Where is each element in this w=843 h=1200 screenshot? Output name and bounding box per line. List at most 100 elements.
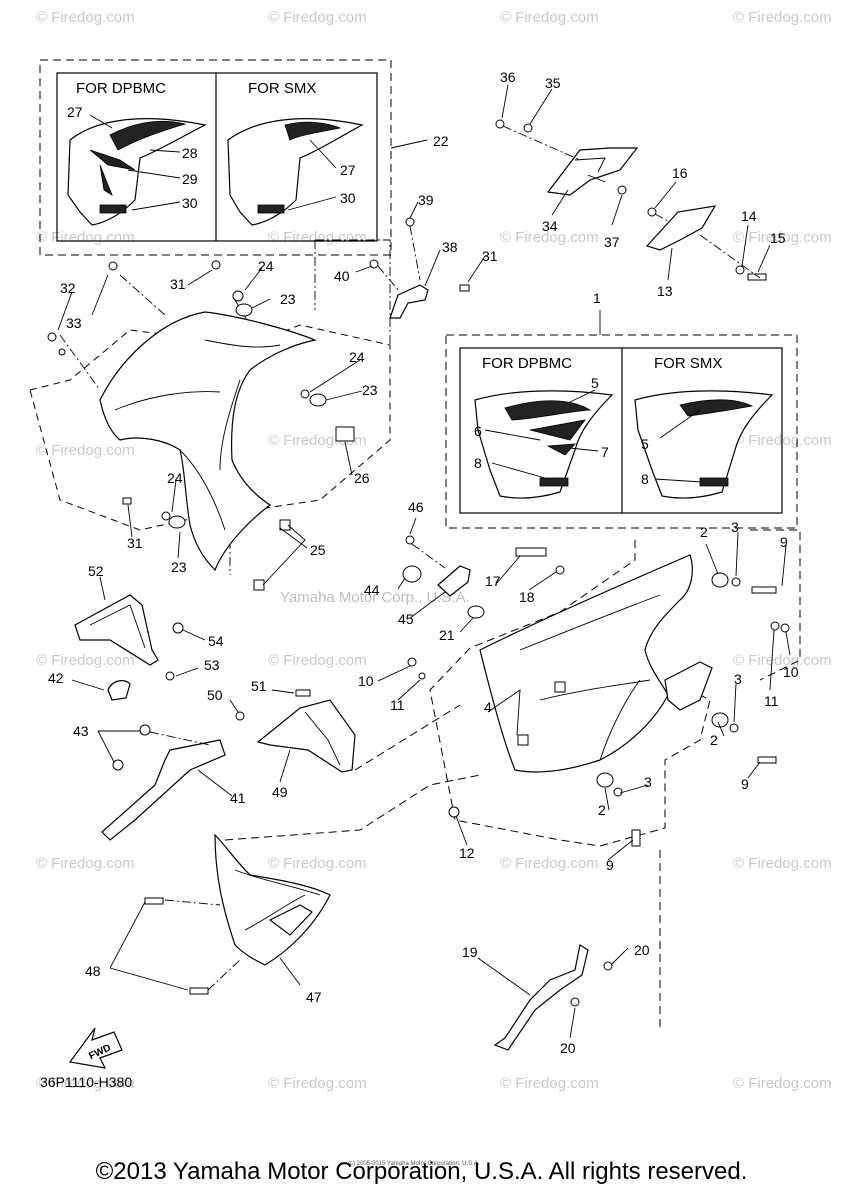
- label-39: 39: [418, 192, 434, 208]
- bolt-43: [139, 724, 151, 736]
- nut-25: [279, 519, 291, 531]
- graphic-stripe: [529, 419, 586, 441]
- clip-37: [617, 185, 627, 195]
- label-23: 23: [280, 291, 296, 307]
- copyright-footer: ©2013 Yamaha Motor Corporation, U.S.A. A…: [95, 1158, 748, 1185]
- label-44: 44: [364, 582, 380, 598]
- grommet-24: [300, 389, 310, 399]
- damper-2: [596, 772, 614, 788]
- inset-box-22: FOR DPBMC FOR SMX: [39, 59, 428, 256]
- rivet-50: [235, 711, 245, 721]
- label-38: 38: [442, 239, 458, 255]
- watermark: © Firedog.com: [36, 1075, 135, 1092]
- label-4: 4: [484, 699, 492, 715]
- nut-4: [517, 734, 529, 746]
- label-5: 5: [591, 375, 599, 391]
- screw-18: [555, 565, 565, 575]
- stay-52: [74, 594, 159, 666]
- watermark: © Firedog.com: [733, 652, 832, 669]
- screw-10: [780, 623, 790, 633]
- label-6: 6: [474, 423, 482, 439]
- side-cowl-decal-left: [67, 118, 207, 226]
- damper-23: [309, 393, 327, 407]
- damper-2: [711, 572, 729, 588]
- inset-1-left-title: FOR DPBMC: [482, 355, 572, 372]
- duct-cover-34: [546, 147, 639, 196]
- collar-3: [731, 577, 741, 587]
- label-17: 17: [485, 573, 501, 589]
- label-16: 16: [672, 165, 688, 181]
- label-9: 9: [741, 776, 749, 792]
- watermark: © Firedog.com: [733, 9, 832, 26]
- label-11: 11: [390, 697, 405, 713]
- label-7: 7: [601, 444, 609, 460]
- label-5: 5: [641, 436, 649, 452]
- diagram-code: 36P1110-H380: [40, 1074, 132, 1090]
- side-panel-decal-right: [634, 390, 774, 499]
- watermark: © Firedog.com: [733, 855, 832, 872]
- label-3: 3: [644, 774, 652, 790]
- label-13: 13: [657, 283, 673, 299]
- graphic-stripe: [546, 443, 576, 456]
- watermark: © Firedog.com: [36, 9, 135, 26]
- label-20: 20: [634, 942, 650, 958]
- watermark: © Firedog.com: [268, 1075, 367, 1092]
- label-53: 53: [204, 657, 220, 673]
- duct-cover-13: [645, 205, 717, 251]
- graphic-stripe: [504, 400, 592, 421]
- label-47: 47: [306, 989, 322, 1005]
- label-26: 26: [354, 470, 370, 486]
- label-49: 49: [272, 784, 288, 800]
- yamaha-emblem: [99, 204, 127, 214]
- stay-52-group: [74, 576, 206, 681]
- label-33: 33: [66, 315, 82, 331]
- label-30: 30: [340, 190, 356, 206]
- watermark: © Firedog.com: [268, 855, 367, 872]
- watermark: © Firedog.com: [268, 9, 367, 26]
- graphic-stripe: [99, 164, 113, 196]
- watermark: © Firedog.com: [733, 229, 832, 246]
- label-41: 41: [230, 790, 246, 806]
- label-35: 35: [545, 75, 561, 91]
- damper-44: [402, 565, 422, 583]
- cover-49: [256, 699, 356, 773]
- watermark: © Firedog.com: [36, 855, 135, 872]
- sponge-26: [335, 426, 355, 442]
- graphic-stripe: [89, 149, 136, 171]
- label-40: 40: [334, 268, 350, 284]
- label-37: 37: [604, 234, 620, 250]
- label-31: 31: [482, 248, 498, 264]
- label-34: 34: [542, 218, 558, 234]
- bolt-9: [751, 586, 777, 594]
- label-50: 50: [207, 687, 223, 703]
- label-27: 27: [340, 162, 356, 178]
- damper-23: [168, 515, 186, 529]
- label-12: 12: [459, 845, 475, 861]
- graphic-stripe: [284, 121, 342, 141]
- air-duct-group: [495, 84, 771, 281]
- screw-10: [407, 657, 417, 667]
- label-46: 46: [408, 499, 424, 515]
- bolt-9: [631, 829, 641, 847]
- side-cowling: [479, 554, 693, 773]
- label-24: 24: [349, 349, 365, 365]
- label-45: 45: [398, 611, 414, 627]
- damper-21: [467, 605, 485, 619]
- label-24: 24: [258, 258, 274, 274]
- graphic-stripe: [679, 399, 754, 417]
- label-9: 9: [606, 857, 614, 873]
- label-2: 2: [700, 524, 708, 540]
- nut-25: [253, 579, 265, 591]
- bracket-38: [389, 284, 429, 319]
- fwd-arrow-icon: FWD: [68, 1027, 123, 1069]
- label-28: 28: [182, 145, 198, 161]
- label-3: 3: [731, 519, 739, 535]
- bolt-46: [405, 535, 415, 545]
- under-cowl-group: [109, 774, 481, 995]
- clamp-20: [570, 997, 580, 1007]
- label-31: 31: [170, 276, 186, 292]
- bracket-42: [107, 680, 131, 701]
- label-51: 51: [251, 678, 267, 694]
- washer-11: [418, 672, 426, 680]
